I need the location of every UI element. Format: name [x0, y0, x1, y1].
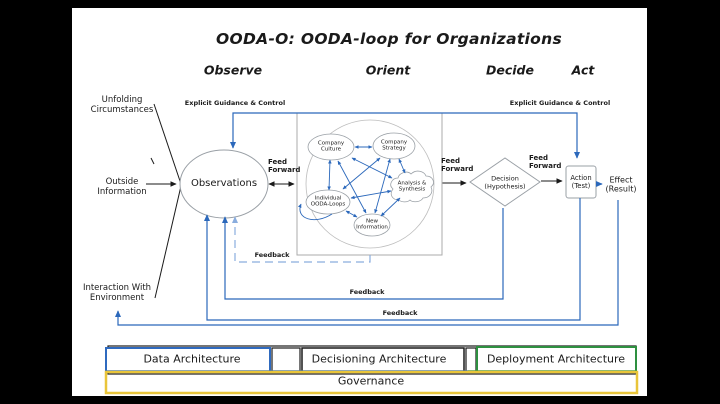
label-feedback-1: Feedback: [252, 251, 292, 260]
analysis-synthesis-cloud: [390, 170, 434, 203]
orient-circle: [305, 119, 435, 249]
decision-feedback-line: [221, 208, 504, 300]
gap-cell-1: [271, 347, 301, 373]
label-unfolding-circumstances: Unfolding Circumstances: [90, 94, 154, 115]
label-data-architecture: Data Architecture: [143, 352, 241, 366]
deployment-architecture-box: [476, 346, 637, 373]
label-explicit-guidance-right: Explicit Guidance & Control: [509, 99, 611, 108]
phase-decide: Decide: [486, 62, 534, 78]
phase-orient: Orient: [365, 62, 411, 78]
architecture-band: [104, 345, 639, 395]
phase-observe: Observe: [203, 62, 263, 78]
label-new-information: New Information: [356, 218, 388, 231]
new-information-ellipse: [353, 213, 391, 237]
label-decision: Decision (Hypothesis): [484, 174, 526, 190]
environment-lines: [146, 103, 563, 299]
label-individual-ooda-loops: Individual OODA-Loops: [310, 195, 346, 208]
orient-network-edges: [297, 145, 406, 221]
guidance-feedback-lines: [114, 112, 619, 326]
gap-cell-2: [465, 347, 477, 373]
governance-box: [104, 370, 639, 395]
decision-diamond: [469, 157, 541, 207]
label-feed-forward-3: Feed Forward: [529, 154, 562, 171]
data-architecture-box: [105, 347, 271, 373]
label-feed-forward-1: Feed Forward: [268, 158, 301, 175]
phase-act: Act: [571, 62, 595, 78]
label-feed-forward-2: Feed Forward: [441, 157, 474, 174]
label-feedback-2: Feedback: [347, 288, 387, 297]
action-feedback-line: [203, 198, 581, 321]
explicit-guidance-line: [229, 112, 581, 159]
decisioning-architecture-box: [301, 347, 465, 373]
label-action: Action (Test): [570, 173, 592, 190]
label-effect: Effect (Result): [605, 175, 637, 194]
orient-feedback-dashed-line: [231, 216, 371, 263]
individual-ooda-self-loop: [297, 203, 333, 221]
label-outside-information: Outside Information: [97, 176, 147, 197]
label-company-strategy: Company Strategy: [380, 139, 408, 152]
label-deployment-architecture: Deployment Architecture: [486, 352, 626, 366]
effect-feedback-line: [114, 200, 619, 326]
label-observations: Observations: [190, 178, 258, 190]
label-feedback-3: Feedback: [380, 309, 420, 318]
label-company-culture: Company Culture: [317, 140, 345, 153]
label-decisioning-architecture: Decisioning Architecture: [311, 352, 447, 366]
label-explicit-guidance-left: Explicit Guidance & Control: [184, 99, 286, 108]
page-title: OODA-O: OODA-loop for Organizations: [216, 29, 562, 48]
label-governance: Governance: [337, 374, 405, 388]
label-interaction-environment: Interaction With Environment: [82, 282, 152, 303]
label-analysis-synthesis: Analysis & Synthesis: [397, 180, 427, 193]
